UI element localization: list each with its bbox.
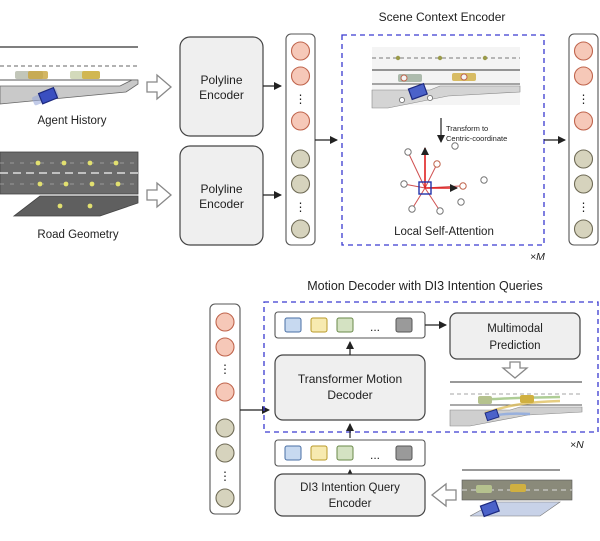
repeat-m-label: ×M <box>530 251 545 263</box>
scene-context-road-scene <box>371 47 521 109</box>
multimodal-prediction <box>449 312 581 360</box>
query-encoder-line1: DI3 Intention Query <box>300 482 400 494</box>
road-token <box>215 418 235 438</box>
road-geometry-label: Road Geometry <box>37 229 118 241</box>
motion-decoder-title: Motion Decoder with DI3 Intention Querie… <box>307 279 543 293</box>
hollow-down-arrow-icon <box>501 361 529 379</box>
local-attention-label: Local Self-Attention <box>394 226 494 238</box>
agent-token <box>290 66 311 86</box>
repeat-n-label: ×N <box>570 439 584 451</box>
road-geometry-scene <box>0 151 139 217</box>
motion-decoder-region <box>263 301 599 433</box>
query-token <box>336 317 354 333</box>
agent-history-label: Agent History <box>37 115 106 127</box>
road-token <box>290 219 311 239</box>
polyline-encoder-bottom-line1: Polyline <box>200 182 242 196</box>
transform-label-line1: Transform to <box>446 124 488 133</box>
agent-token <box>215 337 235 357</box>
vertical-ellipsis: ⋮ <box>578 92 590 106</box>
road-token <box>573 219 594 239</box>
transformer-line2: Decoder <box>327 388 372 402</box>
hollow-arrow-icon <box>146 73 172 101</box>
agent-token <box>573 111 594 131</box>
vertical-ellipsis: ⋮ <box>219 469 231 483</box>
polyline-encoder-top-line2: Encoder <box>199 88 244 102</box>
query-token <box>395 445 413 461</box>
query-token <box>310 317 328 333</box>
hollow-left-arrow-icon <box>430 482 457 508</box>
query-token <box>284 317 302 333</box>
road-token <box>215 443 235 463</box>
agent-token <box>290 111 311 131</box>
intention-query-encoder <box>274 473 426 517</box>
multimodal-line2: Prediction <box>489 340 540 352</box>
query-encoder-line2: Encoder <box>329 498 372 510</box>
agent-history-scene <box>0 46 139 106</box>
horizontal-ellipsis: ... <box>370 448 380 462</box>
query-token <box>336 445 354 461</box>
polyline-encoder-top-line1: Polyline <box>200 73 242 87</box>
vertical-ellipsis: ⋮ <box>219 362 231 376</box>
agent-token <box>573 41 594 61</box>
road-token <box>290 149 311 169</box>
road-token <box>290 174 311 194</box>
hollow-arrow-icon <box>146 181 172 209</box>
transform-label-line2: Centric-coordinate <box>446 134 507 143</box>
road-token <box>573 149 594 169</box>
vertical-ellipsis: ⋮ <box>295 200 307 214</box>
scene-context-title: Scene Context Encoder <box>379 10 506 24</box>
local-attention-graph <box>400 142 488 215</box>
agent-token <box>215 312 235 332</box>
road-token <box>573 174 594 194</box>
query-token <box>284 445 302 461</box>
agent-token <box>573 66 594 86</box>
road-token <box>215 488 235 508</box>
polyline-encoder-bottom-line2: Encoder <box>199 197 244 211</box>
agent-token <box>215 382 235 402</box>
horizontal-ellipsis: ... <box>370 320 380 334</box>
query-token <box>395 317 413 333</box>
token-column-decoder <box>209 303 241 515</box>
transformer-line1: Transformer Motion <box>298 372 402 386</box>
query-encoder-road-scene <box>461 469 573 518</box>
query-token <box>310 445 328 461</box>
prediction-road-scene <box>449 381 583 427</box>
agent-token <box>290 41 311 61</box>
vertical-ellipsis: ⋮ <box>578 200 590 214</box>
multimodal-line1: Multimodal <box>487 323 543 335</box>
token-column-output <box>568 33 599 246</box>
vertical-ellipsis: ⋮ <box>295 92 307 106</box>
